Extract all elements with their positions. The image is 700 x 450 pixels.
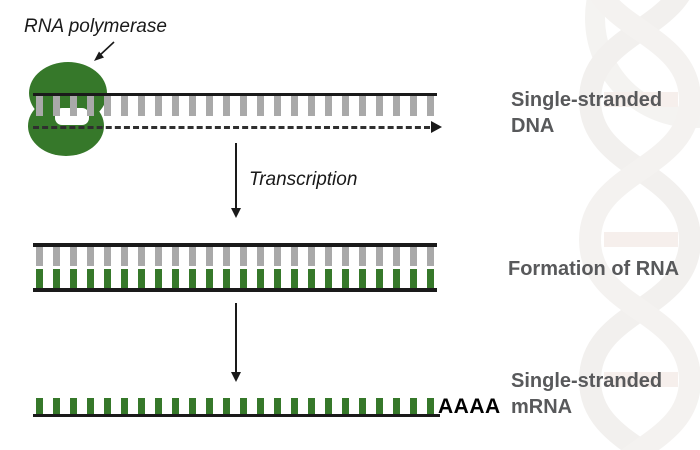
duplex-top-backbone-line — [33, 243, 437, 247]
rna-polymerase-label: RNA polymerase — [24, 16, 167, 37]
dna-bases-comb — [36, 96, 434, 116]
duplex-rna-bases-comb — [36, 269, 434, 288]
transcription-label: Transcription — [249, 169, 358, 190]
complement-strand-dashed-arrow-icon — [33, 121, 442, 133]
mrna-bases-comb — [36, 398, 434, 414]
formation-of-rna-label: Formation of RNA — [508, 258, 680, 280]
poly-a-tail-label: AAAA — [438, 395, 501, 418]
annotation-arrow-icon — [94, 41, 115, 61]
dna-backbone-line — [33, 93, 437, 96]
duplex-dna-bases-comb — [36, 247, 434, 266]
maturation-step-arrow-icon — [230, 303, 241, 382]
mrna-backbone-line — [33, 414, 440, 417]
single-stranded-mrna-label: Single-stranded mRNA — [511, 370, 663, 418]
duplex-bottom-backbone-line — [33, 288, 437, 292]
single-stranded-dna-label: Single-stranded DNA — [511, 89, 663, 137]
transcription-step-arrow-icon — [230, 143, 241, 218]
